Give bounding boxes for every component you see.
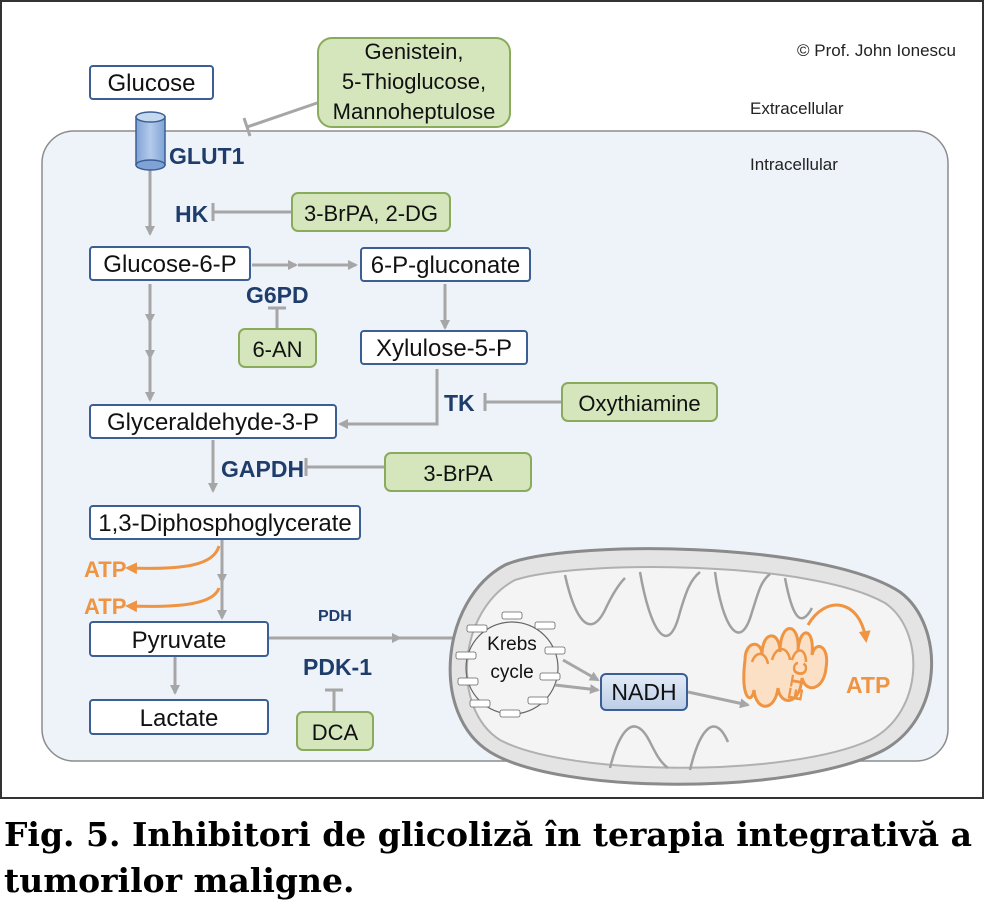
enzyme-g6pd: G6PD <box>246 282 309 308</box>
atp-label-2: ATP <box>84 594 126 619</box>
inhibitor-tk-label: Oxythiamine <box>578 391 700 416</box>
inhibit-bar-glut1 <box>242 117 252 137</box>
inhibitor-pdk1-box: DCA <box>296 711 374 751</box>
node-glyceraldehyde-3-p: Glyceraldehyde-3-P <box>89 404 337 439</box>
node-nadh-label: NADH <box>611 679 676 705</box>
node-glyceraldehyde-3-p-label: Glyceraldehyde-3-P <box>107 409 319 436</box>
node-nadh: NADH <box>600 673 688 711</box>
node-xylulose-5-p: Xylulose-5-P <box>360 330 528 365</box>
inhibitor-gapdh-box: 3-BrPA <box>384 452 532 492</box>
glut1-transporter-icon <box>135 111 166 171</box>
node-glucose-6-p: Glucose-6-P <box>89 246 251 281</box>
node-pyruvate: Pyruvate <box>89 621 269 657</box>
pathway-arrows <box>145 100 562 712</box>
node-lactate: Lactate <box>89 699 269 735</box>
inhibitor-glut1-line3: Mannoheptulose <box>333 99 496 124</box>
extracellular-label: Extracellular <box>750 99 844 118</box>
enzyme-pdk1: PDK-1 <box>303 654 372 680</box>
pathway-diagram: © Prof. John Ionescu Extracellular Intra… <box>0 0 984 799</box>
atp-arrows <box>125 545 221 613</box>
enzyme-glut1: GLUT1 <box>169 143 245 169</box>
node-1-3-diphosphoglycerate: 1,3-Diphosphoglycerate <box>89 505 361 540</box>
atp-arrow-1 <box>125 545 221 575</box>
inhibitor-glut1-line1: Genistein, <box>364 39 463 64</box>
figure-caption: Fig. 5. Inhibitori de glicoliză în terap… <box>4 815 973 900</box>
inhibitor-glut1-box: Genistein, <box>317 37 511 128</box>
inhibitor-g6pd-label: 6-AN <box>252 337 302 362</box>
arrow-xylulose-to-g3p <box>338 369 439 429</box>
mito-arrows <box>554 658 750 709</box>
node-xylulose-5-p-label: Xylulose-5-P <box>376 335 512 362</box>
enzyme-gapdh: GAPDH <box>221 456 304 482</box>
node-glucose-label: Glucose <box>107 70 195 97</box>
copyright-text: © Prof. John Ionescu <box>797 41 956 60</box>
intracellular-label: Intracellular <box>750 155 838 174</box>
node-glucose: Glucose <box>89 65 214 100</box>
node-6-p-gluconate: 6-P-gluconate <box>360 247 531 282</box>
atp-label-1: ATP <box>84 557 126 582</box>
inhibitor-pdk1-label: DCA <box>312 720 359 745</box>
node-pyruvate-label: Pyruvate <box>132 627 227 654</box>
node-glucose-6-p-label: Glucose-6-P <box>103 251 236 278</box>
node-6-p-gluconate-label: 6-P-gluconate <box>371 252 520 279</box>
inhibitor-hk-label: 3-BrPA, 2-DG <box>304 201 438 226</box>
inhibitor-tk-box: Oxythiamine <box>561 382 718 422</box>
mitochondrion-icon <box>448 547 934 786</box>
atp-arrow-2 <box>125 587 221 613</box>
inhibitor-glut1-line2: 5-Thioglucose, <box>342 69 486 94</box>
inhibitor-g6pd-box: 6-AN <box>238 328 317 368</box>
enzyme-tk: TK <box>444 390 475 416</box>
node-lactate-label: Lactate <box>140 705 219 732</box>
node-1-3-diphosphoglycerate-label: 1,3-Diphosphoglycerate <box>98 510 352 537</box>
atp-label-3: ATP <box>846 672 890 698</box>
krebs-label-line1: Krebs <box>487 634 537 655</box>
inhibit-line-glut1 <box>246 100 321 129</box>
enzyme-pdh: PDH <box>318 608 352 625</box>
enzyme-hk: HK <box>175 201 209 227</box>
inhibitor-hk-box: 3-BrPA, 2-DG <box>291 192 451 232</box>
inhibitor-gapdh-label: 3-BrPA <box>423 461 493 486</box>
krebs-label-line2: cycle <box>490 662 533 683</box>
